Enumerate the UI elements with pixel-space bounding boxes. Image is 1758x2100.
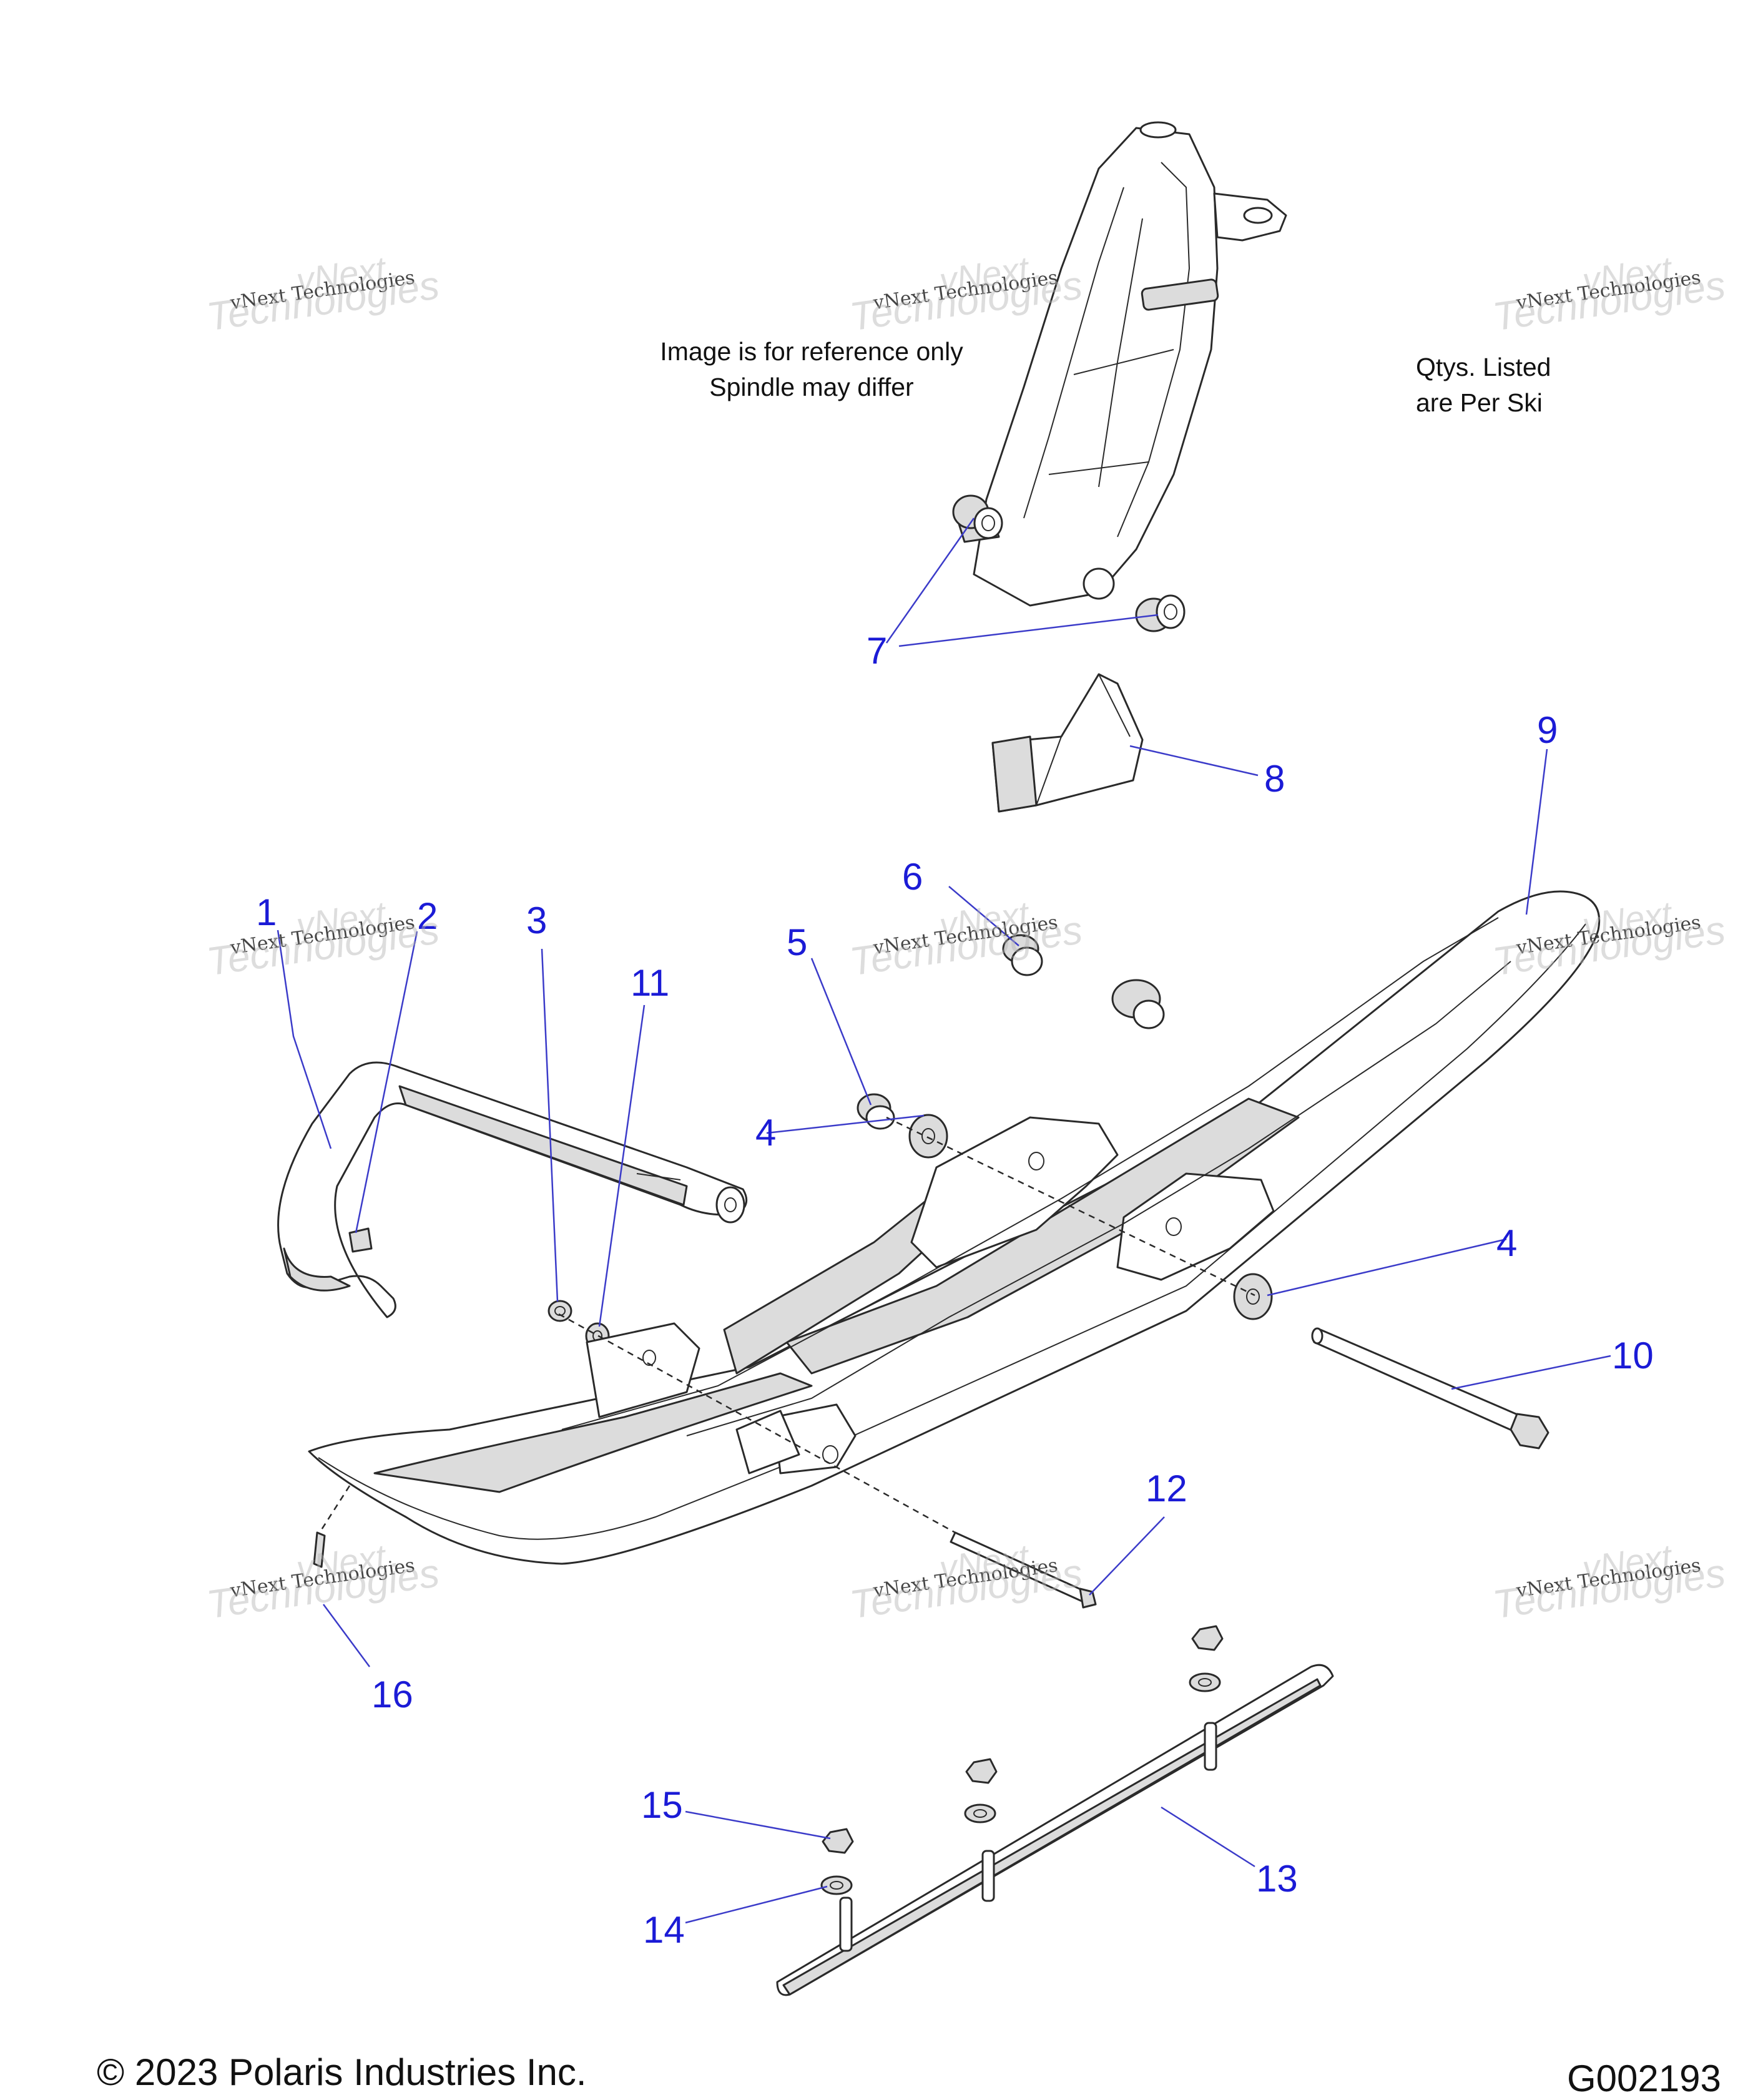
callout-7: 7 [867, 630, 887, 672]
small-pin [313, 1531, 326, 1568]
pin-bolt [950, 1531, 1097, 1609]
callout-10: 10 [1612, 1335, 1654, 1376]
qty-note-line1: Qtys. Listed [1416, 353, 1551, 381]
callout-16: 16 [371, 1674, 413, 1715]
callout-4a: 4 [755, 1112, 776, 1154]
callout-12: 12 [1146, 1468, 1187, 1509]
reference-note-line2: Spindle may differ [709, 373, 914, 402]
figure-id: G002193 [1567, 2058, 1721, 2099]
callout-1: 1 [256, 891, 277, 933]
qty-note: Qtys. Listed are Per Ski [1416, 350, 1551, 420]
handle-clip [348, 1227, 373, 1253]
leader-lines [277, 518, 1611, 1924]
reference-note: Image is for reference only Spindle may … [649, 334, 974, 406]
runner-hardware [820, 1625, 1224, 1895]
bushing-lower [1135, 594, 1186, 632]
spindle-drawing [973, 121, 1287, 607]
callout-4b: 4 [1496, 1222, 1517, 1264]
callout-9: 9 [1537, 709, 1558, 751]
callout-2: 2 [417, 895, 438, 937]
callout-8: 8 [1264, 758, 1285, 800]
callout-3: 3 [526, 900, 547, 941]
bushing-upper [952, 494, 1003, 543]
ski-handle [277, 1061, 748, 1318]
washer-upper [908, 1114, 948, 1159]
callout-15: 15 [641, 1784, 683, 1826]
callout-labels: 1 2 3 4 4 5 6 7 8 9 10 11 12 13 14 15 16 [256, 630, 1654, 1951]
callout-11: 11 [631, 962, 669, 1004]
ski-wear-block [991, 673, 1144, 813]
callout-14: 14 [643, 1909, 685, 1951]
callout-6: 6 [902, 856, 923, 898]
callout-5: 5 [787, 921, 807, 963]
assembly-centerlines [318, 1116, 1255, 1534]
spacer-5 [857, 1093, 895, 1130]
reference-note-line1: Image is for reference only [660, 337, 963, 366]
spacer-6 [1002, 934, 1165, 1029]
ski-bolt [1311, 1327, 1549, 1450]
ski-body [308, 890, 1601, 1565]
ski-runner [776, 1664, 1334, 1996]
nut-small [548, 1300, 572, 1322]
washer-lower [1233, 1273, 1273, 1320]
copyright-text: © 2023 Polaris Industries Inc. [97, 2051, 587, 2093]
qty-note-line2: are Per Ski [1416, 388, 1543, 417]
callout-13: 13 [1256, 1858, 1298, 1900]
